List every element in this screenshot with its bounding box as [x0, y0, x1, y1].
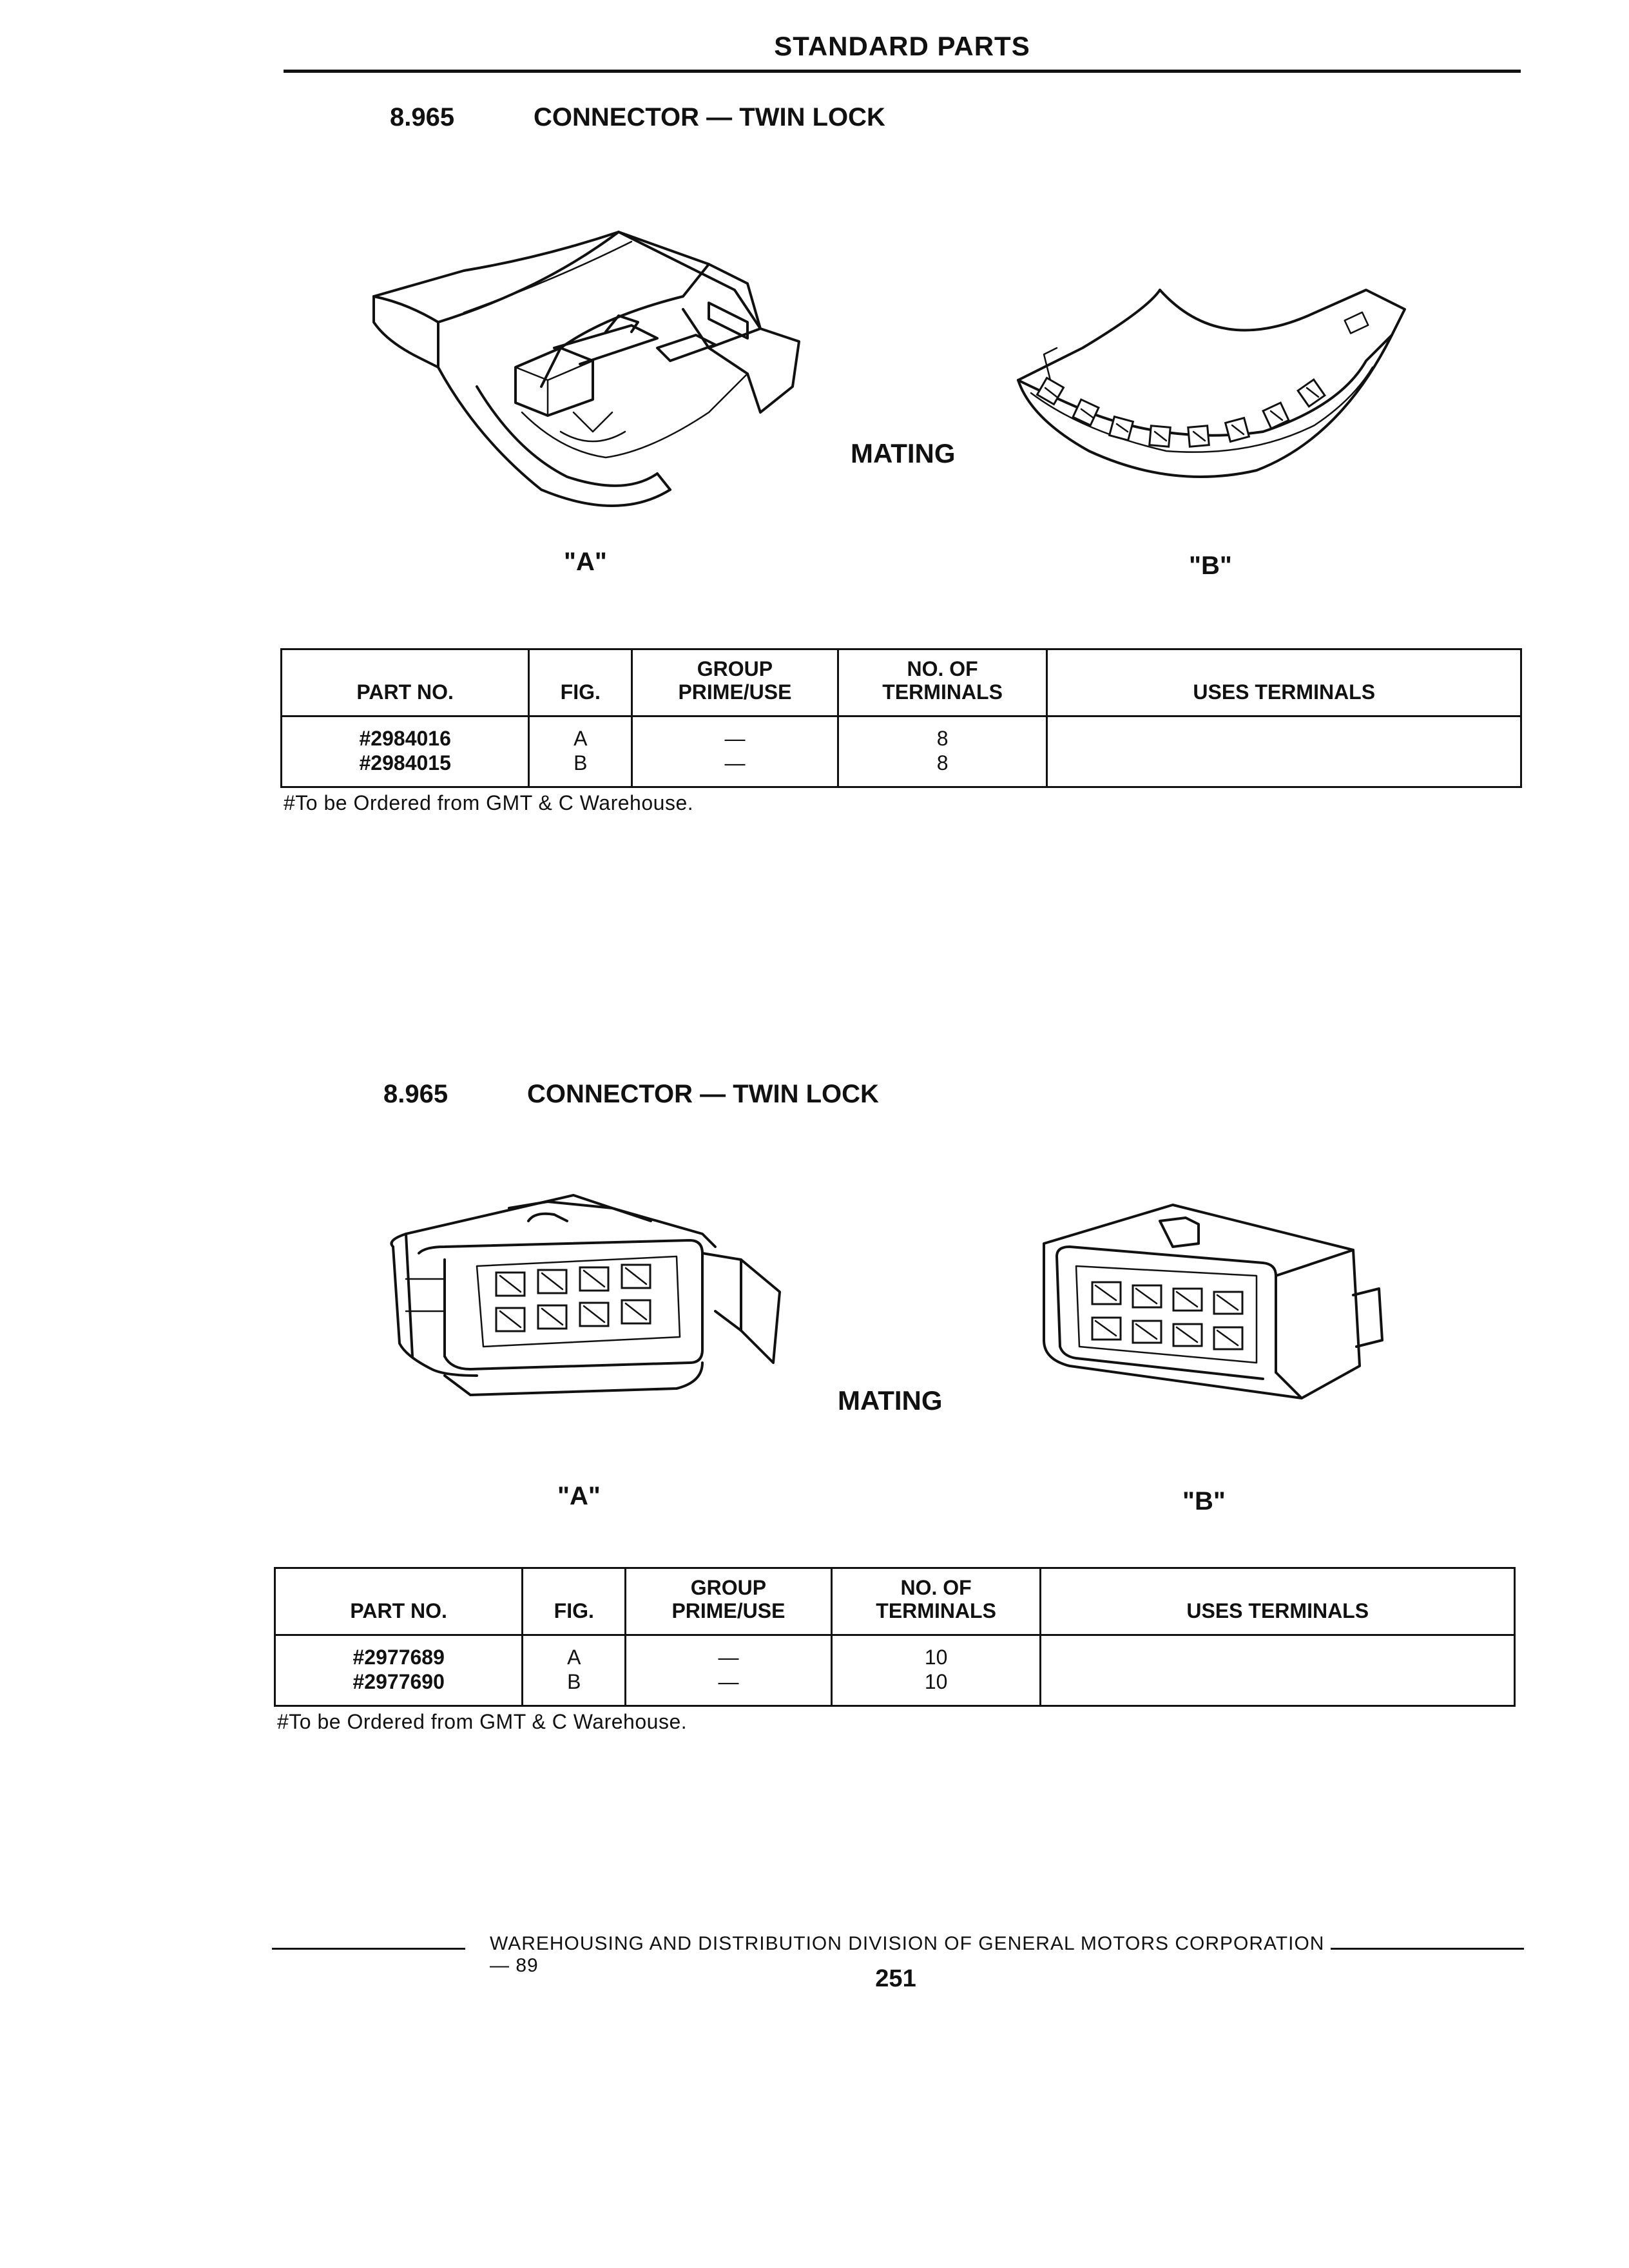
connector-a-curved-illustration [372, 231, 800, 507]
section-1-note: #To be Ordered from GMT & C Warehouse. [284, 791, 694, 814]
section-1-fig-a-label: "A" [564, 548, 607, 576]
col-header-uses: USES TERMINALS [1046, 648, 1522, 717]
col-header-fig: FIG. [521, 1567, 627, 1636]
footer-rule-right [1331, 1948, 1524, 1950]
connector-b-rectangular-illustration [1043, 1204, 1383, 1399]
page-header-title: STANDARD PARTS [774, 31, 1030, 61]
header-divider [284, 70, 1521, 73]
page-number: 251 [875, 1965, 916, 1992]
connector-b-curved-illustration [1017, 289, 1406, 478]
group-cell: —— [631, 715, 839, 788]
group-cell: —— [624, 1634, 833, 1707]
footer-text: WAREHOUSING AND DISTRIBUTION DIVISION OF… [490, 1933, 1325, 1976]
uses-cell [1039, 1634, 1516, 1707]
section-2-fig-a-label: "A" [557, 1482, 601, 1510]
section-2-title: CONNECTOR — TWIN LOCK [527, 1080, 879, 1108]
part-numbers-cell: #2984016#2984015 [280, 715, 530, 788]
col-header-part-no: PART NO. [273, 1567, 524, 1636]
section-2-mating-label: MATING [838, 1385, 943, 1416]
section-2-fig-b-label: "B" [1182, 1487, 1226, 1515]
col-header-part-no: PART NO. [280, 648, 530, 717]
col-header-uses: USES TERMINALS [1039, 1567, 1516, 1636]
part-numbers-cell: #2977689#2977690 [273, 1634, 524, 1707]
section-1-mating-label: MATING [851, 438, 956, 468]
footer-rule-left [272, 1948, 465, 1950]
section-2-note: #To be Ordered from GMT & C Warehouse. [277, 1710, 688, 1733]
section-1-fig-b-label: "B" [1189, 552, 1232, 580]
section-1-title: CONNECTOR — TWIN LOCK [534, 103, 885, 131]
uses-cell [1046, 715, 1522, 788]
col-header-fig: FIG. [528, 648, 633, 717]
section-2-number: 8.965 [383, 1080, 448, 1108]
connector-a-rectangular-illustration [390, 1194, 781, 1396]
section-1-number: 8.965 [390, 103, 455, 131]
